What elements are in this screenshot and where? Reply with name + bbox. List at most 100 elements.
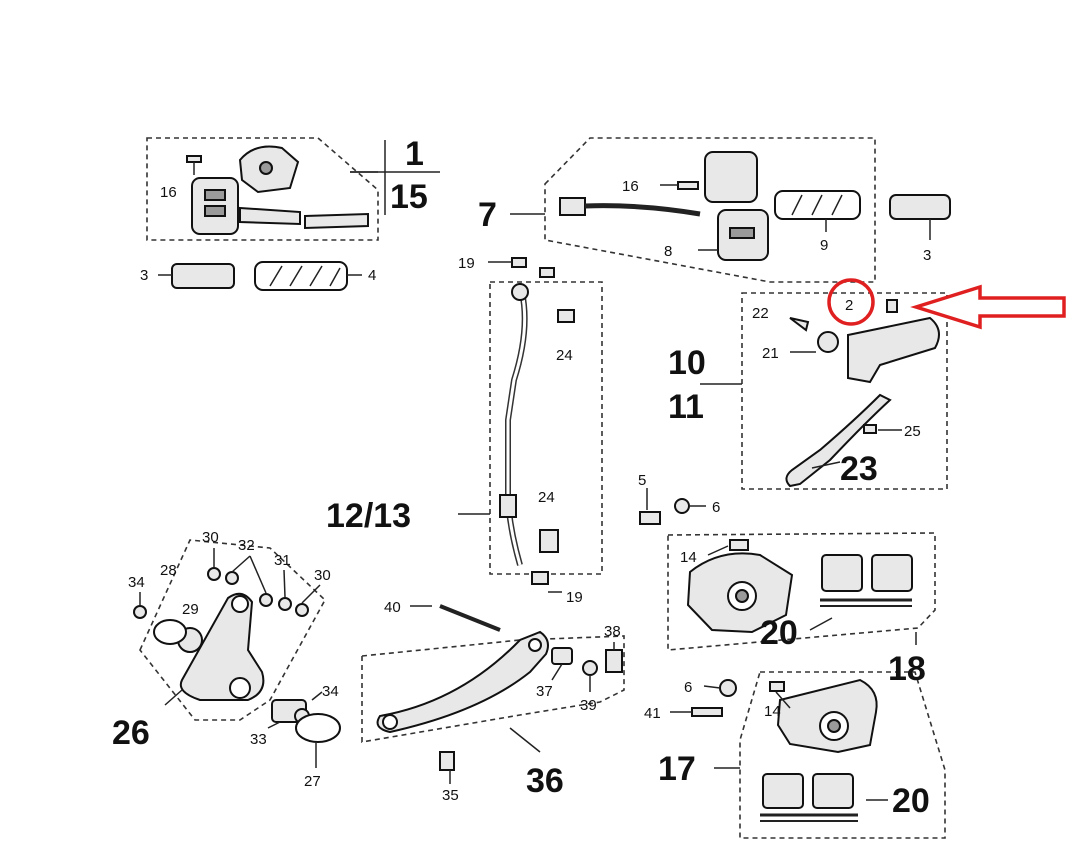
label-19-bottom: 19 bbox=[566, 589, 583, 606]
label-41: 41 bbox=[644, 705, 661, 722]
bolt-19-top bbox=[539, 267, 555, 278]
grip-4 bbox=[254, 261, 348, 291]
banjo-fitting-top bbox=[511, 283, 529, 301]
washer-30-right bbox=[295, 603, 309, 617]
hose-sleeve bbox=[499, 494, 517, 518]
label-29: 29 bbox=[182, 601, 199, 618]
label-19-top: 19 bbox=[458, 255, 475, 272]
group-master-cylinder bbox=[700, 292, 948, 490]
left-lever-stub bbox=[304, 212, 369, 230]
screw-16-left bbox=[186, 155, 202, 163]
highlight-arrow-icon bbox=[910, 284, 1066, 330]
brake-pad-left bbox=[821, 554, 863, 592]
label-5: 5 bbox=[638, 472, 646, 489]
part-number-labels: 1 15 16 3 4 7 16 8 9 3 19 24 12/13 24 19… bbox=[112, 135, 931, 820]
washer-32-a bbox=[225, 571, 239, 585]
rear-brake-pad-left bbox=[762, 773, 804, 809]
label-24-top: 24 bbox=[556, 347, 573, 364]
small-parts-5-6 bbox=[639, 488, 706, 525]
bolt-41 bbox=[691, 707, 723, 717]
clevis-37 bbox=[551, 647, 573, 665]
left-switch-cable bbox=[239, 206, 301, 226]
master-cylinder-body bbox=[847, 316, 940, 384]
reservoir-cap-21 bbox=[817, 331, 839, 353]
washer-39 bbox=[582, 660, 598, 676]
washer-30-left bbox=[207, 567, 221, 581]
label-30-right: 30 bbox=[314, 567, 331, 584]
brake-rod-36 bbox=[376, 630, 549, 734]
bleed-nipple-14-rear bbox=[769, 681, 785, 692]
right-switch-button bbox=[729, 227, 755, 239]
label-36: 36 bbox=[526, 762, 564, 800]
brake-pedal-arm bbox=[179, 592, 265, 701]
nut-34-top bbox=[133, 605, 147, 619]
label-20-front: 20 bbox=[760, 614, 798, 652]
label-1: 1 bbox=[405, 135, 424, 173]
label-27: 27 bbox=[304, 773, 321, 790]
bolt-35 bbox=[439, 751, 455, 771]
bolt-19-bottom bbox=[531, 571, 549, 585]
group-rear-caliper bbox=[714, 671, 946, 839]
nut-6-top bbox=[674, 498, 690, 514]
label-11: 11 bbox=[668, 388, 704, 426]
label-23: 23 bbox=[840, 450, 878, 488]
highlight-circle bbox=[827, 278, 875, 326]
screw-16-right bbox=[677, 181, 699, 190]
nut-6-bottom bbox=[719, 679, 737, 697]
label-21: 21 bbox=[762, 345, 779, 362]
right-switch-upper bbox=[704, 151, 758, 203]
label-6-top: 6 bbox=[712, 499, 720, 516]
label-20-rear: 20 bbox=[892, 782, 930, 820]
group-right-switch bbox=[544, 137, 876, 283]
left-switch-button-2 bbox=[204, 205, 226, 217]
group-brake-hose bbox=[458, 257, 603, 593]
rear-brake-pad-right bbox=[812, 773, 854, 809]
label-3-left: 3 bbox=[140, 267, 148, 284]
label-40: 40 bbox=[384, 599, 401, 616]
brake-lever-23 bbox=[785, 393, 892, 488]
label-2: 2 bbox=[845, 297, 853, 314]
label-16-left: 16 bbox=[160, 184, 177, 201]
screw-2 bbox=[886, 299, 898, 313]
washer-31 bbox=[278, 597, 292, 611]
label-31: 31 bbox=[274, 552, 291, 569]
pedal-pad-27 bbox=[295, 713, 341, 743]
bolt-38 bbox=[605, 649, 623, 673]
label-9: 9 bbox=[820, 237, 828, 254]
left-switch-button bbox=[204, 189, 226, 201]
label-34-top: 34 bbox=[128, 574, 145, 591]
group-front-caliper bbox=[667, 532, 936, 651]
seal-28 bbox=[153, 619, 187, 645]
bleed-screw-24-bottom bbox=[539, 529, 559, 553]
brake-pad-right bbox=[871, 554, 913, 592]
group-left-switch bbox=[146, 137, 440, 241]
label-3-right: 3 bbox=[923, 247, 931, 264]
left-grip-and-bar-end bbox=[158, 261, 362, 291]
bleed-nipple-14-front bbox=[729, 539, 749, 551]
bar-end-weight-3-left bbox=[171, 263, 235, 289]
bolt-5 bbox=[639, 511, 661, 525]
label-38: 38 bbox=[604, 623, 621, 640]
group-brake-pedal bbox=[133, 539, 341, 768]
bar-end-weight-3-right bbox=[889, 194, 951, 220]
label-15: 15 bbox=[390, 178, 428, 216]
highlight-marker bbox=[827, 278, 1066, 330]
label-25: 25 bbox=[904, 423, 921, 440]
right-bar-end bbox=[510, 194, 951, 251]
label-14-rear: 14 bbox=[764, 703, 781, 720]
washer-19-top bbox=[511, 257, 527, 268]
pin-22 bbox=[789, 317, 810, 332]
label-4: 4 bbox=[368, 267, 376, 284]
label-33: 33 bbox=[250, 731, 267, 748]
label-32: 32 bbox=[238, 537, 255, 554]
label-22: 22 bbox=[752, 305, 769, 322]
label-8: 8 bbox=[664, 243, 672, 260]
label-35: 35 bbox=[442, 787, 459, 804]
pivot-bolt-25 bbox=[863, 424, 877, 434]
label-12-13: 12/13 bbox=[326, 497, 411, 535]
label-14-front: 14 bbox=[680, 549, 697, 566]
bleed-screw-24-top bbox=[557, 309, 575, 323]
label-24-bottom: 24 bbox=[538, 489, 555, 506]
washer-32-b bbox=[259, 593, 273, 607]
